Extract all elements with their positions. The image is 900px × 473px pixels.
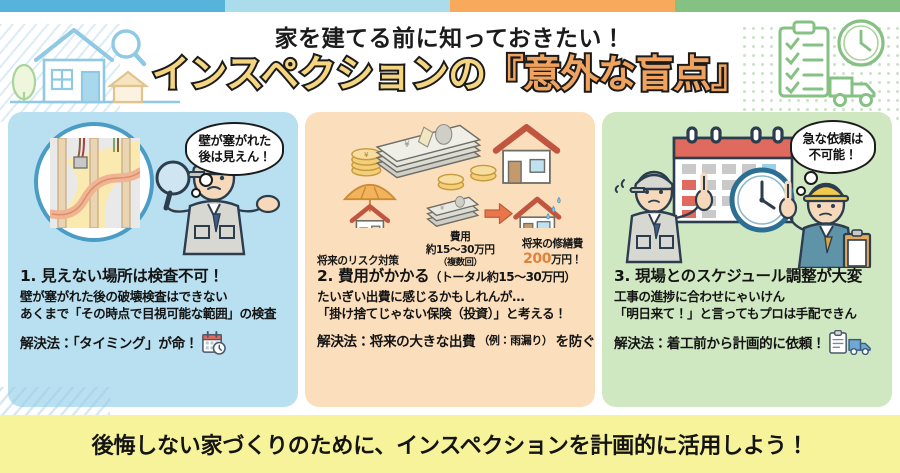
svg-text:¥: ¥ [404,140,410,150]
panel-3-body-line-1: 工事の進捗に合わせにゃいけん [614,288,785,304]
bubble-line-1: 壁が塞がれた [198,133,271,148]
strip-segment-blue-light [225,0,450,12]
header-subtitle: 家を建てる前に知っておきたい！ [274,26,626,53]
panel-2-solution-note: （例：雨漏り） [478,333,553,347]
panel-2-body-line-1: たいぎい出費に感じるかもしれんが… [317,288,525,304]
panel-3-text-block: 3. 現場とのスケジュール調整が大変 工事の進捗に合わせにゃいけん 「明日来て！… [612,267,882,355]
panel-2-solution-text: 解決法：将来の大きな出費 [317,333,476,350]
footer-message: 後悔しない家づくりのために、インスペクションを計画的に活用しよう！ [91,434,809,459]
panel-3-body-line-2: 「明日来て！」と言ってもプロは手配できん [614,305,857,321]
panel-2-solution-tail: を防ぐ [555,333,595,350]
house-with-magnifier-icon [2,14,187,110]
panel-1-heading: 1. 見えない場所は検査不可！ [20,267,224,285]
speech-bubble-panel-1: 壁が塞がれた 後は見えん！ [185,122,284,198]
bubble-line-2: 不可能！ [808,146,858,162]
panel-2-body-line-2: 「掛け捨てじゃない保険（投資）」と考える！ [317,305,567,321]
calendar-clock-two-workers-icon: 急な依頼は 不可能！ [612,120,882,270]
strip-segment-blue-dark [0,0,225,12]
wall-cutaway-with-inspector-icon: 壁が塞がれた 後は見えん！ [18,120,288,268]
top-color-strip [0,0,900,12]
panel-row: 壁が塞がれた 後は見えん！ 1. 見えない場所は検査不可！ 壁が塞がれた後の破壊… [0,112,900,407]
panel-2-heading-main: 2. 費用がかかる [317,267,430,285]
header-main-title: インスペクションの『意外な盲点』 [150,51,751,96]
caption-cost-line-3: （複数回） [438,256,483,268]
panel-hidden-areas: 壁が塞がれた 後は見えん！ 1. 見えない場所は検査不可！ 壁が塞がれた後の破壊… [8,112,298,407]
panel-1-solution-text: 解決法：「タイミング」が命！ [20,336,198,353]
money-stack-umbrella-house-icon: ¥ ¥ [315,120,585,268]
caption-cost-line-2: 約15〜30万円 [425,243,495,256]
panel-3-solution-text: 解決法：着工前から計画的に依頼！ [614,336,826,353]
bubble-line-1: 急な依頼は [802,131,864,146]
caption-repair-line-1: 将来の修繕費 [521,238,584,250]
svg-text:¥: ¥ [364,150,369,159]
caption-repair: 将来の修繕費 200万円！ [521,238,584,268]
header-title-part-b: 『意外な盲点』 [484,51,751,96]
panel-2-caption-row: 将来のリスク対策 費用 約15〜30万円 （複数回） 将来の修繕費 200万円！ [315,231,585,268]
speech-bubble-panel-3: 急な依頼は 不可能！ [789,120,876,196]
panel-2-solution: 解決法：将来の大きな出費（例：雨漏り）を防ぐ [317,330,595,350]
panel-1-body-line-1: 壁が塞がれた後の破壊検査はできない [20,288,228,304]
svg-text:¥: ¥ [440,205,444,212]
header-title-group: 家を建てる前に知っておきたい！ インスペクションの『意外な盲点』 [150,12,751,110]
panel-cost: ¥ ¥ [305,112,595,407]
panel-schedule: 急な依頼は 不可能！ 3. 現場とのスケジュール調整が大変 工事の進捗に合わせに… [602,112,892,407]
caption-repair-amount-suffix: 万円！ [551,253,582,266]
panel-1-solution: 解決法：「タイミング」が命！ [20,330,286,355]
clipboard-truck-icon [828,329,872,355]
panel-2-heading-note: （トータル約15〜30万円） [429,270,576,284]
caption-risk-line-1: 将来のリスク対策 [317,255,399,268]
panel-3-solution: 解決法：着工前から計画的に依頼！ [614,329,880,355]
footer-banner: 後悔しない家づくりのために、インスペクションを計画的に活用しよう！ [0,415,900,473]
calendar-clock-icon [201,330,226,355]
strip-segment-orange [450,0,675,12]
caption-repair-amount-row: 200万円！ [522,251,583,268]
caption-cost: 費用 約15〜30万円 （複数回） [426,231,495,268]
strip-segment-green [675,0,900,12]
panel-2-heading: 2. 費用がかかる（トータル約15〜30万円） [317,267,583,286]
caption-cost-line-1: 費用 [450,230,471,243]
header-banner: 家を建てる前に知っておきたい！ インスペクションの『意外な盲点』 [0,12,900,122]
panel-3-heading: 3. 現場とのスケジュール調整が大変 [614,267,862,285]
bubble-line-2: 後は見えん！ [198,148,271,164]
caption-repair-amount: 200 [523,250,552,267]
panel-2-text-block: 2. 費用がかかる（トータル約15〜30万円） たいぎい出費に感じるかもしれんが… [315,267,595,350]
header-title-part-a: インスペクションの [150,51,489,96]
caption-risk: 将来のリスク対策 [317,255,399,268]
clipboard-clock-truck-icon [766,16,896,110]
panel-1-text-block: 1. 見えない場所は検査不可！ 壁が塞がれた後の破壊検査はできない あくまで「そ… [18,267,288,355]
panel-1-body-line-2: あくまで「その時点で目視可能な範囲」の検査 [20,305,277,321]
